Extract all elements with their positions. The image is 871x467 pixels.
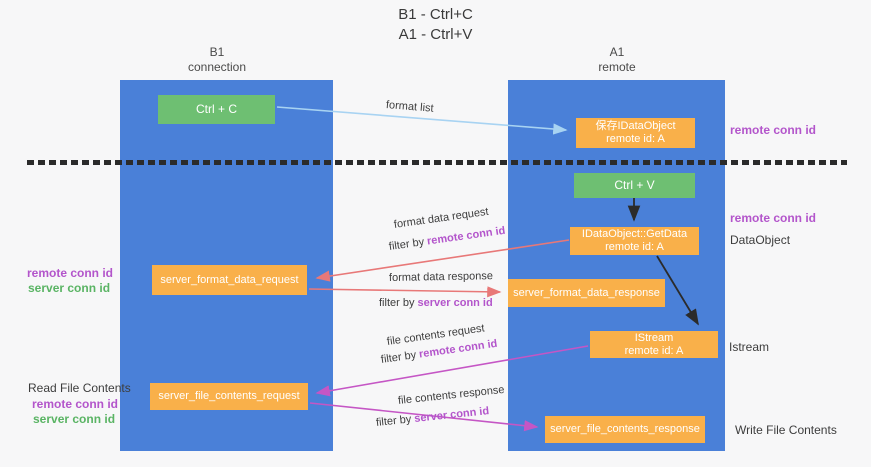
flow-filter-prefix: filter by (379, 297, 418, 309)
diagram-title: B1 - Ctrl+C A1 - Ctrl+V (0, 5, 871, 45)
arrow-format-data-request (315, 239, 570, 282)
title-line-2: A1 - Ctrl+V (398, 26, 473, 43)
node-server-file-contents-response: server_file_contents_response (545, 416, 705, 443)
node-ctrl-v-label: Ctrl + V (614, 178, 655, 192)
lane-a1-role: remote (598, 60, 636, 74)
node-idataobject-getdata-line1: IDataObject::GetData (581, 228, 688, 240)
node-save-dataobject: 保存IDataObject remote id: A (576, 118, 695, 148)
lane-b1-role: connection (187, 60, 247, 74)
arrow-file-contents-response (309, 402, 539, 432)
node-istream-line1: IStream (634, 331, 674, 344)
annotation-remote-conn-id-ctrlv: remote conn id (730, 211, 817, 225)
flow-filter-id: server conn id (417, 297, 493, 309)
node-server-format-data-response-label: server_format_data_response (513, 286, 660, 299)
flow-label-format-data-response: format data response (388, 270, 494, 284)
node-istream-line2: remote id: A (624, 344, 684, 357)
arrow-getdata-to-istream (656, 255, 699, 326)
session-divider-dashed-line (27, 160, 847, 165)
node-server-file-contents-response-label: server_file_contents_response (550, 423, 700, 435)
annotation-dataobject: DataObject (730, 233, 791, 247)
arrow-format-data-response (308, 286, 502, 298)
annotation-remote-conn-id-save: remote conn id (730, 123, 817, 137)
annotation-left-server-conn-id-top: server conn id (28, 281, 111, 295)
node-server-format-data-request-label: server_format_data_request (160, 273, 299, 286)
node-server-format-data-response: server_format_data_response (508, 279, 665, 307)
node-ctrl-c: Ctrl + C (158, 95, 275, 124)
node-server-format-data-request: server_format_data_request (152, 265, 307, 295)
annotation-read-file-contents: Read File Contents (28, 381, 131, 395)
title-line-1: B1 - Ctrl+C (398, 6, 473, 23)
annotation-left-remote-conn-id-bottom: remote conn id (32, 397, 119, 411)
lane-a1-name: A1 (609, 45, 625, 59)
node-ctrl-c-label: Ctrl + C (195, 102, 237, 116)
node-server-file-contents-request: server_file_contents_request (150, 383, 308, 410)
node-istream: IStream remote id: A (590, 331, 718, 358)
annotation-left-remote-conn-id-top: remote conn id (27, 266, 114, 280)
node-save-dataobject-line2: remote id: A (606, 133, 665, 145)
node-idataobject-getdata-line2: remote id: A (605, 241, 664, 253)
node-idataobject-getdata: IDataObject::GetData remote id: A (570, 227, 699, 255)
lane-b1-name: B1 (209, 45, 225, 59)
annotation-istream: Istream (729, 340, 770, 354)
annotation-write-file-contents: Write File Contents (735, 423, 837, 437)
node-ctrl-v: Ctrl + V (574, 173, 695, 198)
lane-header-b1: B1 connection (157, 45, 277, 75)
arrow-format-list (276, 106, 568, 135)
node-server-file-contents-request-label: server_file_contents_request (158, 390, 300, 402)
node-save-dataobject-line1: 保存IDataObject (595, 120, 676, 132)
lane-header-a1: A1 remote (557, 45, 677, 75)
flow-filter-format-data-response: filter by server conn id (379, 297, 493, 309)
annotation-left-server-conn-id-bottom: server conn id (33, 412, 116, 426)
arrow-file-contents-request (315, 345, 589, 397)
